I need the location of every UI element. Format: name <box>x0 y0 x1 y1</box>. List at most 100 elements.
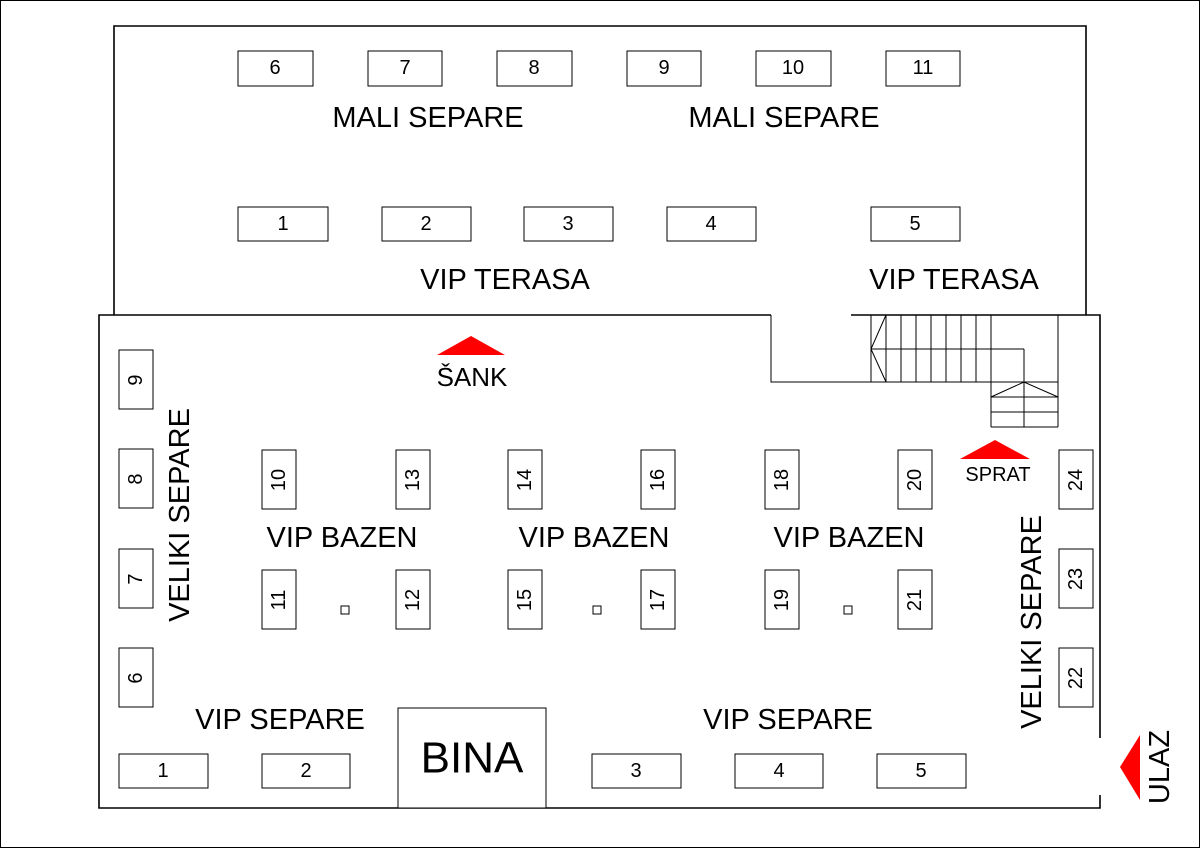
table-number: 1 <box>277 213 288 235</box>
table-number: 9 <box>658 57 669 79</box>
table[interactable]: 4 <box>666 206 757 242</box>
table[interactable]: 3 <box>591 753 682 789</box>
table-number: 16 <box>647 469 669 491</box>
table[interactable]: 7 <box>367 50 443 87</box>
vip-terasa-tables: 1 2 3 4 5 <box>237 206 961 242</box>
table-number: 10 <box>268 469 290 491</box>
table-number: 23 <box>1065 568 1087 590</box>
mali-separe-tables: 6 7 8 9 10 11 <box>237 50 961 87</box>
stair-wall <box>770 315 1058 383</box>
table[interactable]: 2 <box>261 753 351 789</box>
zone-label: MALI SEPARE <box>688 102 879 134</box>
table-number: 19 <box>771 589 793 611</box>
zone-label: VIP TERASA <box>420 264 590 296</box>
table[interactable]: 15 <box>507 569 543 630</box>
table[interactable]: 13 <box>395 449 431 510</box>
table[interactable]: 24 <box>1058 449 1094 510</box>
vip-bazen-tables: 10 13 14 16 18 20 11 12 15 17 19 21 <box>261 449 933 630</box>
table[interactable]: 18 <box>764 449 800 510</box>
table[interactable]: 5 <box>870 206 961 242</box>
table-number: 12 <box>402 589 424 611</box>
table-number: 2 <box>300 760 311 782</box>
table[interactable]: 2 <box>381 206 472 242</box>
entrance-arrow-icon <box>1120 735 1140 800</box>
veliki-separe-right-tables: 24 23 22 <box>1058 449 1094 708</box>
table[interactable]: 5 <box>876 753 967 789</box>
table[interactable]: 9 <box>118 349 154 410</box>
upstairs-label: SPRAT <box>965 464 1030 486</box>
table[interactable]: 1 <box>237 206 329 242</box>
table[interactable]: 3 <box>523 206 614 242</box>
table[interactable]: 10 <box>755 50 832 87</box>
table-number: 5 <box>909 213 920 235</box>
table[interactable]: 12 <box>395 569 431 630</box>
table[interactable]: 23 <box>1058 548 1094 609</box>
table-number: 8 <box>125 473 147 484</box>
table[interactable]: 10 <box>261 449 297 510</box>
table-number: 3 <box>630 760 641 782</box>
table-number: 15 <box>514 589 536 611</box>
table[interactable]: 11 <box>885 50 961 87</box>
table-number: 7 <box>399 57 410 79</box>
table[interactable]: 6 <box>237 50 314 87</box>
pool-marker <box>340 605 350 615</box>
table-number: 14 <box>514 469 536 491</box>
table-number: 1 <box>157 760 168 782</box>
table-number: 21 <box>904 589 926 611</box>
table[interactable]: 8 <box>118 448 154 509</box>
zone-label: VIP SEPARE <box>195 704 365 736</box>
terrace-wall <box>113 25 1087 315</box>
table-number: 3 <box>562 213 573 235</box>
table-number: 10 <box>782 57 804 79</box>
table-number: 7 <box>125 573 147 584</box>
table-number: 9 <box>125 374 147 385</box>
pool-marker <box>843 605 853 615</box>
table[interactable]: 9 <box>626 50 702 87</box>
hall-wall <box>98 314 1101 809</box>
table[interactable]: 22 <box>1058 647 1094 708</box>
zone-label: VELIKI SEPARE <box>164 408 196 622</box>
table-number: 5 <box>915 760 926 782</box>
vip-separe-tables: 1 2 3 4 5 <box>118 753 967 789</box>
zone-label: VELIKI SEPARE <box>1016 515 1048 729</box>
table[interactable]: 14 <box>507 449 543 510</box>
table[interactable]: 4 <box>734 753 824 789</box>
zone-label: VIP TERASA <box>869 264 1039 296</box>
zone-label: MALI SEPARE <box>332 102 523 134</box>
zone-label: VIP BAZEN <box>267 522 418 554</box>
table[interactable]: 7 <box>118 548 154 609</box>
pool-marker <box>592 605 602 615</box>
table-number: 17 <box>647 589 669 611</box>
zone-label: VIP BAZEN <box>774 522 925 554</box>
table[interactable]: 1 <box>118 753 209 789</box>
staircase <box>870 314 1059 428</box>
table[interactable]: 21 <box>897 569 933 630</box>
table-number: 18 <box>771 469 793 491</box>
bar-label: ŠANK <box>437 362 508 392</box>
table[interactable]: 17 <box>640 569 676 630</box>
table-number: 4 <box>773 760 784 782</box>
table-number: 4 <box>705 213 716 235</box>
table[interactable]: 16 <box>640 449 676 510</box>
table-number: 8 <box>528 57 539 79</box>
bar-marker-icon <box>437 336 505 355</box>
table[interactable]: 20 <box>897 449 933 510</box>
stage <box>397 707 547 809</box>
table[interactable]: 19 <box>764 569 800 630</box>
table-number: 22 <box>1065 667 1087 689</box>
table-number: 6 <box>269 57 280 79</box>
table-number: 2 <box>420 213 431 235</box>
table[interactable]: 8 <box>496 50 573 87</box>
upstairs-marker-icon <box>960 440 1030 459</box>
table[interactable]: 11 <box>261 569 297 630</box>
table[interactable]: 6 <box>118 647 154 708</box>
veliki-separe-left-tables: 9 8 7 6 <box>118 349 154 708</box>
stage-label: BINA <box>421 734 524 783</box>
table-number: 11 <box>268 590 290 611</box>
table-number: 11 <box>913 57 934 79</box>
table-number: 13 <box>402 469 424 491</box>
hall-wall-right <box>851 314 1101 738</box>
table-number: 24 <box>1065 469 1087 491</box>
entrance-label[interactable]: ULAZ <box>1144 730 1176 804</box>
table-number: 6 <box>125 672 147 683</box>
